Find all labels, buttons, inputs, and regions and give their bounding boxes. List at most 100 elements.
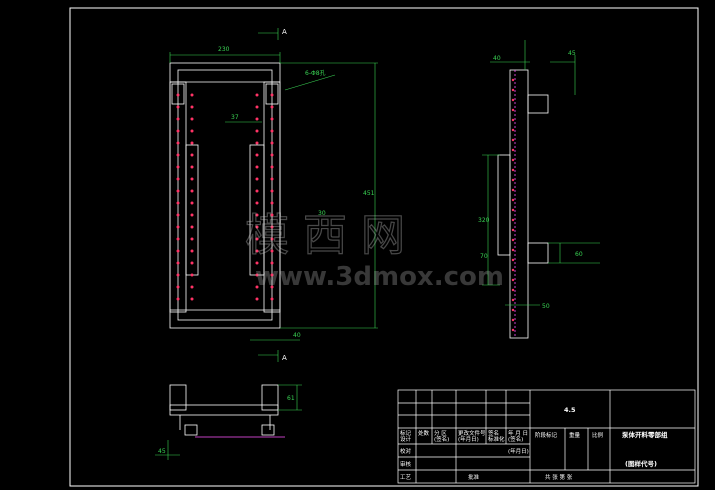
hole-marker [176, 189, 180, 193]
hole-marker [190, 189, 194, 193]
hole-marker [255, 105, 259, 109]
side-hole-marker [511, 78, 515, 82]
hole-marker [255, 249, 259, 253]
hole-marker [255, 93, 259, 97]
tb-scale-label: 4.5 [564, 406, 576, 414]
hole-marker [176, 237, 180, 241]
side-hole-marker [511, 108, 515, 112]
hole-marker [176, 201, 180, 205]
hole-marker [255, 153, 259, 157]
left-clamp [185, 144, 199, 276]
hole-marker [190, 225, 194, 229]
hole-marker [255, 141, 259, 145]
hole-marker [270, 201, 274, 205]
hole-marker [176, 273, 180, 277]
hole-marker [270, 117, 274, 121]
hole-marker [176, 153, 180, 157]
tb-row-design: 设计 [400, 435, 412, 443]
side-hole-marker [511, 118, 515, 122]
side-hole-marker [511, 88, 515, 92]
hole-marker [255, 213, 259, 217]
hole-marker [270, 285, 274, 289]
hole-marker [270, 93, 274, 97]
hole-marker [190, 213, 194, 217]
side-hole-marker [511, 258, 515, 262]
dim-inner-height: 30 [318, 210, 326, 217]
drawing-border [69, 7, 699, 487]
dim-side-small: 70 [480, 253, 488, 260]
hole-marker [190, 201, 194, 205]
hole-marker [176, 117, 180, 121]
hole-marker [270, 177, 274, 181]
hole-marker [255, 225, 259, 229]
side-hole-marker [511, 98, 515, 102]
hole-marker [270, 165, 274, 169]
hole-marker [255, 177, 259, 181]
hole-marker [255, 201, 259, 205]
tb-row-review: 审核 [400, 460, 412, 468]
hole-marker [190, 129, 194, 133]
hole-markers [176, 78, 515, 332]
side-hole-marker [511, 178, 515, 182]
watermark-en: www.3dmox.com [255, 262, 504, 292]
section-mark-bottom: A [282, 354, 287, 362]
dim-section-left: 45 [158, 448, 166, 455]
side-hole-marker [511, 268, 515, 272]
side-hole-marker [511, 238, 515, 242]
tb-ratio: 比例 [592, 431, 604, 439]
side-hole-marker [511, 298, 515, 302]
dim-hole-note: 6-Φ8孔 [305, 69, 326, 77]
dim-side-center: 320 [478, 217, 490, 224]
side-hole-marker [511, 308, 515, 312]
tb-standard-date: (年月日) [508, 447, 529, 455]
tb-header-1: 处数 [418, 429, 430, 437]
hole-marker [176, 165, 180, 169]
side-hole-marker [511, 128, 515, 132]
tb-header-2: 分 区 [434, 429, 447, 437]
tb-standard: 标准化 [488, 435, 505, 443]
side-hole-marker [511, 208, 515, 212]
tb-header-5: 年 月 日 [508, 429, 528, 437]
hole-marker [270, 273, 274, 277]
dim-side-top-a: 40 [493, 55, 501, 62]
side-hole-marker [511, 218, 515, 222]
hole-marker [190, 273, 194, 277]
side-hole-marker [511, 278, 515, 282]
hole-marker [190, 153, 194, 157]
hole-marker [190, 177, 194, 181]
hole-marker [176, 129, 180, 133]
side-hole-marker [511, 328, 515, 332]
hole-marker [190, 165, 194, 169]
hole-marker [270, 249, 274, 253]
hole-marker [190, 93, 194, 97]
tb-header-0: 标记 [400, 429, 412, 437]
front-dimensions [169, 28, 378, 362]
hole-marker [255, 297, 259, 301]
hole-marker [176, 225, 180, 229]
side-hole-marker [511, 228, 515, 232]
hole-marker [270, 225, 274, 229]
hole-marker [270, 141, 274, 145]
hole-marker [190, 297, 194, 301]
dim-top-width: 230 [218, 46, 230, 53]
hole-marker [255, 273, 259, 277]
tb-design-sign: (签名) [434, 435, 449, 443]
dim-section-height: 61 [287, 395, 295, 402]
hole-marker [190, 141, 194, 145]
tb-sheet-info: 共 张 第 张 [545, 473, 573, 481]
section-dimensions [155, 384, 302, 460]
hole-marker [190, 261, 194, 265]
hole-marker [190, 117, 194, 121]
side-view [497, 69, 549, 339]
side-hole-marker [511, 248, 515, 252]
hole-marker [270, 297, 274, 301]
hole-marker [190, 285, 194, 289]
hole-marker [255, 129, 259, 133]
hole-marker [270, 189, 274, 193]
watermark-cn: 模 西 网 [245, 210, 405, 261]
hole-marker [255, 237, 259, 241]
hole-marker [270, 129, 274, 133]
side-hole-marker [511, 318, 515, 322]
hole-marker [255, 165, 259, 169]
